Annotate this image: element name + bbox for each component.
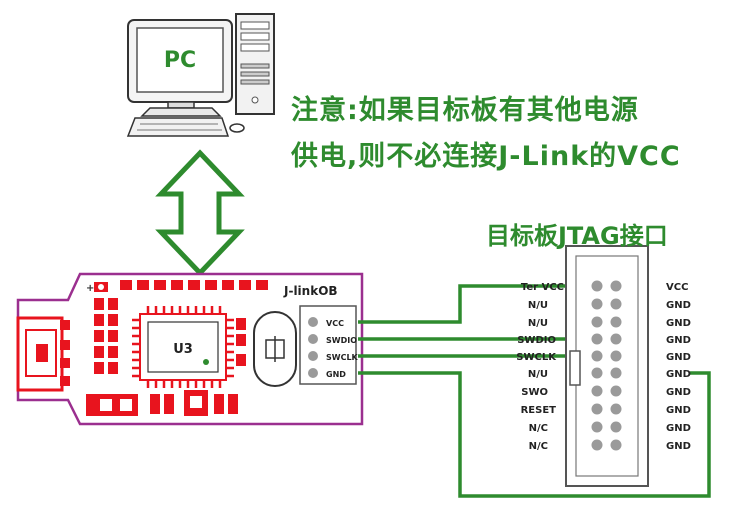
wire-gnd: [358, 371, 711, 498]
jtag-left-labels: Ter VCC N/U N/U SWDIO SWCLK N/U SWO RESE…: [516, 282, 564, 452]
jtag-title: 目标板JTAG接口: [486, 222, 668, 250]
board-pin-swclk: SWCLK: [326, 353, 359, 362]
jtag-pin-label: N/C: [529, 441, 548, 452]
board-pin-vcc: VCC: [326, 319, 344, 328]
jtag-pin-label: GND: [666, 318, 691, 329]
jtag-pin-label: GND: [666, 352, 691, 363]
jtag-pin-label: GND: [666, 369, 691, 380]
board-title: J-linkOB: [283, 284, 338, 298]
power-note-line1: 注意:如果目标板有其他电源: [291, 95, 639, 126]
jtag-pin-label: N/U: [528, 369, 548, 380]
jtag-pin-label: N/U: [528, 300, 548, 311]
chip-label: U3: [173, 342, 193, 357]
jtag-pin-label: SWDIO: [517, 335, 556, 346]
pc-icon: PC: [126, 13, 275, 137]
jtag-pin-label: SWO: [521, 387, 548, 398]
jtag-pin-label: N/U: [528, 318, 548, 329]
jtag-pin-label: VCC: [666, 282, 688, 293]
pc-label: PC: [164, 48, 196, 73]
wire-vcc: [358, 284, 582, 324]
jtag-pin-label: SWCLK: [516, 352, 557, 363]
jtag-pin-label: GND: [666, 423, 691, 434]
svg-text:+: +: [86, 283, 94, 294]
power-note-line2: 供电,则不必连接J-Link的VCC: [291, 141, 681, 172]
board-pin-gnd: GND: [326, 370, 346, 379]
jtag-pin-label: RESET: [521, 405, 557, 416]
jtag-connector: [565, 245, 649, 487]
jlink-ob-board: +: [16, 272, 364, 426]
jtag-pin-label: GND: [666, 300, 691, 311]
jtag-pin-label: Ter VCC: [521, 282, 564, 293]
bidirectional-arrow: [155, 149, 245, 277]
jtag-pin-label: GND: [666, 441, 691, 452]
jtag-pin-label: N/C: [529, 423, 548, 434]
jtag-pin-label: GND: [666, 405, 691, 416]
jtag-pin-label: GND: [666, 387, 691, 398]
board-pin-swdio: SWDIO: [326, 336, 357, 345]
power-note: 注意:如果目标板有其他电源 供电,则不必连接J-Link的VCC: [291, 88, 711, 180]
jtag-pin-label: GND: [666, 335, 691, 346]
wires: [358, 284, 711, 498]
jtag-right-labels: VCC GND GND GND GND GND GND GND GND GND: [666, 282, 691, 452]
